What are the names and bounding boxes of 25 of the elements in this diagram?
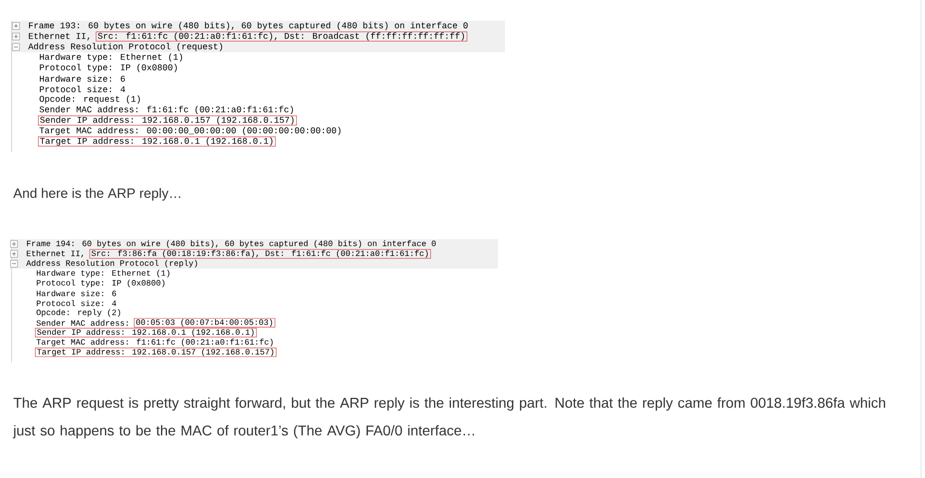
- capture-line: Opcode: reply (2): [36, 309, 120, 317]
- capture-line: Hardware type: Ethernet (1): [36, 270, 170, 278]
- capture-line: Target MAC address: 00:00:00_00:00:00 (00:00:00:00:00:00): [40, 126, 340, 136]
- capture-line: Opcode: request (1): [40, 95, 140, 104]
- highlighted-field: 00:05:03 (00:07:b4:00:05:03): [134, 318, 276, 328]
- capture-line: Address Resolution Protocol (reply): [26, 260, 198, 268]
- capture-line: Hardware size: 6: [36, 290, 116, 296]
- highlighted-field: Sender IP address: 192.168.0.157 (192.168.0.157): [38, 116, 297, 126]
- paragraph: The ARP request is pretty straight forward, but the ARP reply is the interesting part. Note that the reply came from 0018.19f3.86fa which just so happens to be the MAC of router1’s (The AVG) FA0/0 interface…: [12, 397, 886, 438]
- paragraph: And here is the ARP reply…: [13, 188, 180, 201]
- capture-line: Protocol type: IP (0x0800): [36, 280, 164, 288]
- highlighted-field: Target IP address: 192.168.0.157 (192.168.0.157): [35, 348, 276, 358]
- capture-line: Sender MAC address: f1:61:fc (00:21:a0:f1:61:fc): [40, 106, 293, 114]
- capture-line: Target MAC address: f1:61:fc (00:21:a0:f1:61:fc): [36, 338, 273, 346]
- capture-line: Address Resolution Protocol (request): [28, 42, 222, 52]
- capture-line: Sender MAC address:: [36, 320, 128, 326]
- highlighted-field: Target IP address: 192.168.0.1 (192.168.0.1): [38, 136, 276, 146]
- highlighted-field: Sender IP address: 192.168.0.1 (192.168.0.1): [35, 328, 257, 338]
- highlighted-field: Src: f1:61:fc (00:21:a0:f1:61:fc), Dst: Broadcast (ff:ff:ff:ff:ff:ff): [96, 32, 468, 42]
- highlighted-field: Src: f3:86:fa (00:18:19:f3:86:fa), Dst: f1:61:fc (00:21:a0:f1:61:fc): [89, 249, 431, 259]
- capture-line: Protocol size: 4: [36, 300, 116, 306]
- capture-line: Hardware size: 6: [40, 75, 125, 82]
- capture-line: Protocol type: IP (0x0800): [40, 64, 177, 72]
- capture-line: Protocol size: 4: [40, 86, 125, 92]
- capture-line: Hardware type: Ethernet (1): [40, 53, 182, 62]
